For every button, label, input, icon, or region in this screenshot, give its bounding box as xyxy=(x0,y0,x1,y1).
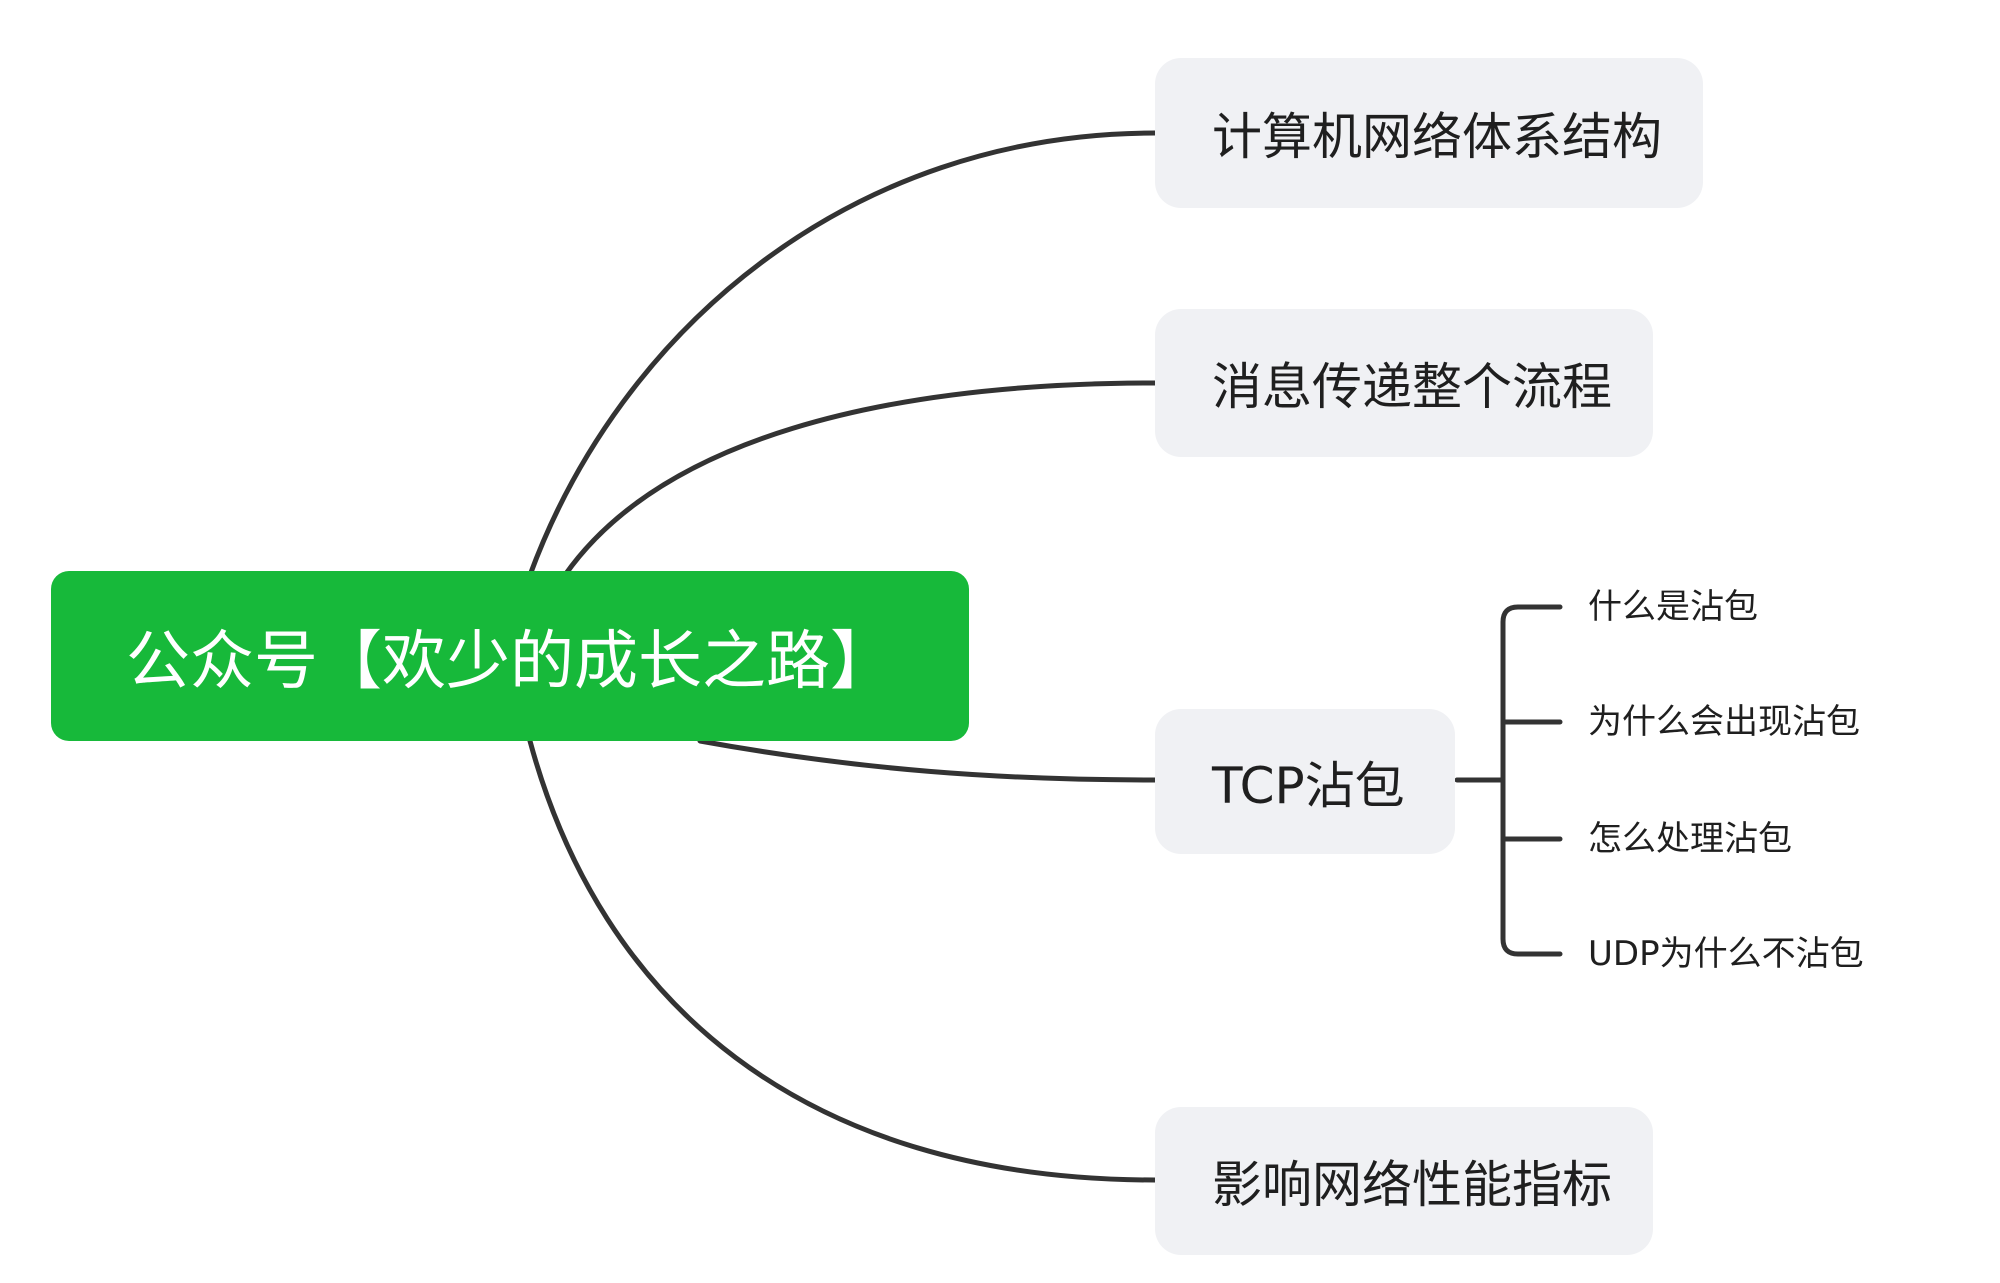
subtopic-how-handle[interactable]: 怎么处理沾包 xyxy=(1588,819,1792,859)
branch-node-message-flow[interactable]: 消息传递整个流程 xyxy=(1155,309,1653,457)
root-label: 公众号【欢少的成长之路】 xyxy=(126,625,894,699)
subtopic-udp[interactable]: UDP为什么不沾包 xyxy=(1588,934,1864,974)
branch-label: 消息传递整个流程 xyxy=(1212,358,1612,416)
connector-branch-1 xyxy=(527,130,1158,578)
branch-node-architecture[interactable]: 计算机网络体系结构 xyxy=(1155,58,1703,208)
branch-label: 影响网络性能指标 xyxy=(1212,1156,1612,1214)
subtopic-why[interactable]: 为什么会出现沾包 xyxy=(1588,702,1860,742)
connector-branch-3 xyxy=(697,738,1158,783)
root-node[interactable]: 公众号【欢少的成长之路】 xyxy=(51,571,969,741)
branch-label: TCP沾包 xyxy=(1212,756,1405,815)
connector-branch-4 xyxy=(527,738,1158,1183)
connector-bracket xyxy=(1500,604,1563,957)
subtopic-what-is[interactable]: 什么是沾包 xyxy=(1588,587,1758,627)
branch-node-performance[interactable]: 影响网络性能指标 xyxy=(1155,1107,1653,1255)
connector-branch-2 xyxy=(562,380,1158,578)
branch-label: 计算机网络体系结构 xyxy=(1212,108,1662,166)
branch-node-tcp-sticky[interactable]: TCP沾包 xyxy=(1155,709,1455,854)
